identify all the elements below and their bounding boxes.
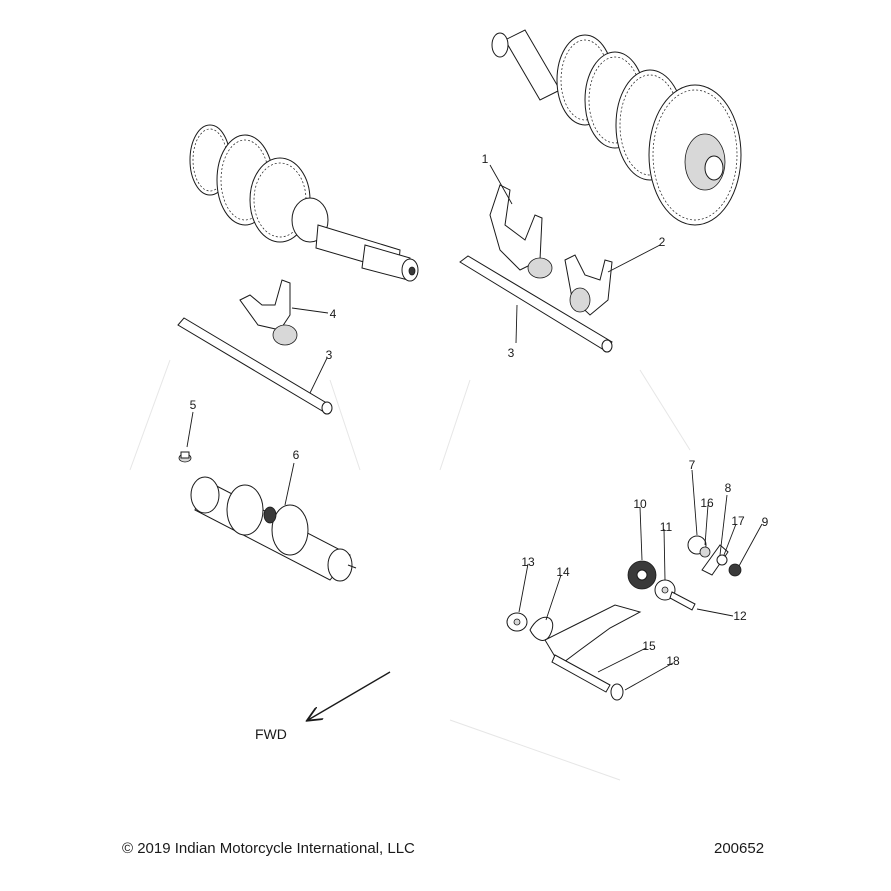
callout-11: 11 xyxy=(660,520,673,534)
part-12-bolt xyxy=(669,591,696,611)
shift-rod-left xyxy=(177,317,333,415)
upper-right-gear-shaft xyxy=(491,29,742,226)
callout-16: 16 xyxy=(700,496,714,510)
callout-13: 13 xyxy=(521,555,535,569)
upper-left-gear-shaft xyxy=(189,124,419,282)
callout-numbers: 1 2 3 4 3 5 6 7 8 9 10 11 12 13 14 15 16… xyxy=(190,152,769,668)
callout-8: 8 xyxy=(725,481,732,495)
callout-10: 10 xyxy=(633,497,647,511)
forward-direction-indicator: FWD xyxy=(255,671,391,742)
callout-6: 6 xyxy=(293,448,300,462)
shift-fork-1 xyxy=(489,184,553,279)
shift-fork-4 xyxy=(239,279,298,346)
shift-rod-right xyxy=(459,255,613,353)
callout-15: 15 xyxy=(642,639,656,653)
callout-5: 5 xyxy=(190,398,197,412)
copyright-notice: © 2019 Indian Motorcycle International, … xyxy=(122,840,415,857)
callout-3-left: 3 xyxy=(326,348,333,362)
callout-12: 12 xyxy=(733,609,747,623)
callout-18: 18 xyxy=(666,654,680,668)
part-15-shift-shaft xyxy=(544,604,642,693)
callout-3-right: 3 xyxy=(508,346,515,360)
forward-arrow-icon xyxy=(308,671,391,720)
part-14-spring xyxy=(529,616,554,641)
detent-pin-5 xyxy=(178,451,192,463)
callout-9: 9 xyxy=(762,515,769,529)
callout-2: 2 xyxy=(659,235,666,249)
leader-lines xyxy=(186,164,763,691)
drawing-number: 200652 xyxy=(714,840,765,857)
forward-label: FWD xyxy=(255,726,287,742)
callout-17: 17 xyxy=(731,514,745,528)
callout-1: 1 xyxy=(482,152,489,166)
shift-drum-6 xyxy=(190,476,357,582)
callout-4: 4 xyxy=(330,307,337,321)
part-11-washer xyxy=(654,579,676,601)
part-9-nut xyxy=(728,563,742,577)
shift-fork-2 xyxy=(564,254,613,316)
part-18-ring xyxy=(610,683,624,701)
part-10-star-wheel xyxy=(627,560,657,590)
callout-14: 14 xyxy=(556,565,570,579)
callout-7: 7 xyxy=(689,458,696,472)
part-8-17-arm xyxy=(701,544,729,576)
part-7-16-lever xyxy=(687,535,711,558)
background-ghost-lines xyxy=(129,359,691,781)
part-13-washer xyxy=(506,612,528,632)
